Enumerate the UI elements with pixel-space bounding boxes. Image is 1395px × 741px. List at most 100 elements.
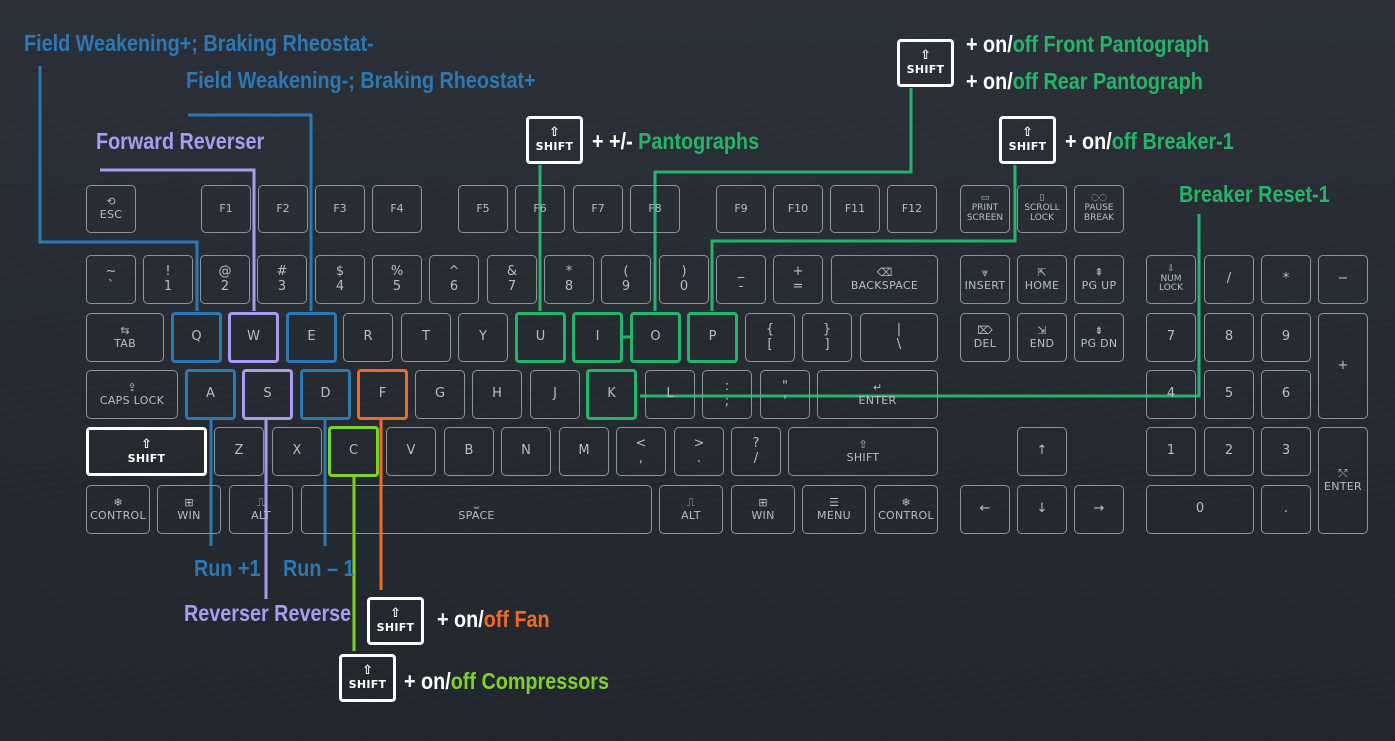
key-enter[interactable]: ↵ENTER: [817, 370, 938, 419]
key-menu[interactable]: ☰MENU: [802, 485, 866, 534]
key-q[interactable]: Q: [171, 312, 222, 363]
key-k[interactable]: K: [586, 369, 637, 420]
key-b[interactable]: B: [444, 427, 494, 476]
key-numpad-9[interactable]: 9: [1261, 313, 1311, 362]
key-f8[interactable]: F8: [630, 185, 680, 233]
key-tilde[interactable]: ~`: [86, 255, 136, 304]
key-f4[interactable]: F4: [372, 185, 422, 233]
key-3[interactable]: #3: [257, 255, 307, 304]
key-tab[interactable]: ⇆TAB: [86, 313, 164, 362]
key-g[interactable]: G: [415, 370, 465, 419]
key-1[interactable]: !1: [143, 255, 193, 304]
key-e[interactable]: E: [286, 312, 337, 363]
key-slash[interactable]: ?/: [731, 427, 781, 476]
key-7[interactable]: &7: [487, 255, 537, 304]
key-f3[interactable]: F3: [315, 185, 365, 233]
key-numpad-2[interactable]: 2: [1204, 427, 1254, 476]
key-numpad-0[interactable]: 0: [1146, 485, 1254, 534]
key-v[interactable]: V: [386, 427, 436, 476]
key-right-control[interactable]: ❄CONTROL: [874, 485, 938, 534]
key-page-down[interactable]: ⇟PG DN: [1074, 313, 1124, 362]
key-f9[interactable]: F9: [716, 185, 766, 233]
key-f2[interactable]: F2: [258, 185, 308, 233]
key-numpad-plus[interactable]: +: [1318, 313, 1368, 419]
key-backslash[interactable]: |\: [860, 313, 938, 362]
key-n[interactable]: N: [501, 427, 551, 476]
key-right-bracket[interactable]: }]: [802, 313, 852, 362]
key-i[interactable]: I: [572, 312, 623, 363]
key-numpad-5[interactable]: 5: [1204, 370, 1254, 419]
key-numpad-8[interactable]: 8: [1204, 313, 1254, 362]
key-9[interactable]: (9: [601, 255, 651, 304]
key-quote[interactable]: "': [760, 370, 810, 419]
key-s[interactable]: S: [242, 369, 293, 420]
key-semicolon[interactable]: :;: [702, 370, 752, 419]
key-a[interactable]: A: [185, 369, 236, 420]
key-h[interactable]: H: [472, 370, 522, 419]
key-numpad-1[interactable]: 1: [1146, 427, 1196, 476]
key-arrow-left[interactable]: ←: [960, 485, 1010, 534]
key-arrow-up[interactable]: ↑: [1017, 427, 1067, 476]
key-6[interactable]: ^6: [429, 255, 479, 304]
key-end[interactable]: ⇲END: [1017, 313, 1067, 362]
key-insert[interactable]: ⩔INSERT: [960, 255, 1010, 304]
key-l[interactable]: L: [645, 370, 695, 419]
key-minus[interactable]: _-: [716, 255, 766, 304]
key-t[interactable]: T: [401, 313, 451, 362]
key-right-win[interactable]: ⊞WIN: [731, 485, 795, 534]
key-o[interactable]: O: [630, 312, 681, 363]
key-p[interactable]: P: [687, 312, 738, 363]
key-left-control[interactable]: ❄CONTROL: [86, 485, 150, 534]
key-left-bracket[interactable]: {[: [745, 313, 795, 362]
key-numpad-star[interactable]: *: [1261, 255, 1311, 304]
key-left-win[interactable]: ⊞WIN: [157, 485, 221, 534]
key-u[interactable]: U: [515, 312, 566, 363]
key-numpad-slash[interactable]: /: [1204, 255, 1254, 304]
key-f1[interactable]: F1: [201, 185, 251, 233]
key-5[interactable]: %5: [372, 255, 422, 304]
key-numpad-dot[interactable]: .: [1261, 485, 1311, 534]
key-r[interactable]: R: [343, 313, 393, 362]
key-c[interactable]: C: [328, 426, 379, 477]
key-numpad-4[interactable]: 4: [1146, 370, 1196, 419]
key-delete[interactable]: ⌦DEL: [960, 313, 1010, 362]
key-numpad-enter[interactable]: ⤲ENTER: [1318, 427, 1368, 534]
key-caps-lock[interactable]: ⇪CAPS LOCK: [86, 370, 178, 419]
key-page-up[interactable]: ⇞PG UP: [1074, 255, 1124, 304]
key-f5[interactable]: F5: [458, 185, 508, 233]
key-8[interactable]: *8: [544, 255, 594, 304]
key-comma[interactable]: <,: [616, 427, 666, 476]
key-period[interactable]: >.: [674, 427, 724, 476]
key-home[interactable]: ⇱HOME: [1017, 255, 1067, 304]
key-f12[interactable]: F12: [887, 185, 937, 233]
key-2[interactable]: @2: [200, 255, 250, 304]
key-f11[interactable]: F11: [830, 185, 880, 233]
key-f6[interactable]: F6: [515, 185, 565, 233]
key-numpad-6[interactable]: 6: [1261, 370, 1311, 419]
key-j[interactable]: J: [530, 370, 580, 419]
key-y[interactable]: Y: [458, 313, 508, 362]
key-right-alt[interactable]: ⎍ALT: [659, 485, 723, 534]
key-arrow-down[interactable]: ↓: [1017, 485, 1067, 534]
key-numpad-7[interactable]: 7: [1146, 313, 1196, 362]
key-f10[interactable]: F10: [773, 185, 823, 233]
key-numpad-minus[interactable]: −: [1318, 255, 1368, 304]
key-left-alt[interactable]: ⎍ALT: [229, 485, 293, 534]
key-right-shift[interactable]: ⇧SHIFT: [788, 427, 938, 476]
key-0[interactable]: )0: [659, 255, 709, 304]
key-arrow-right[interactable]: →: [1074, 485, 1124, 534]
key-space[interactable]: ⎵SPACE: [301, 485, 652, 534]
key-z[interactable]: Z: [214, 427, 264, 476]
key-f[interactable]: F: [357, 369, 408, 420]
key-esc[interactable]: ⟲ESC: [86, 185, 136, 233]
key-left-shift[interactable]: ⇧SHIFT: [86, 427, 207, 476]
key-backspace[interactable]: ⌫BACKSPACE: [831, 255, 938, 304]
key-f7[interactable]: F7: [573, 185, 623, 233]
key-d[interactable]: D: [300, 369, 351, 420]
key-x[interactable]: X: [272, 427, 322, 476]
key-numpad-3[interactable]: 3: [1261, 427, 1311, 476]
